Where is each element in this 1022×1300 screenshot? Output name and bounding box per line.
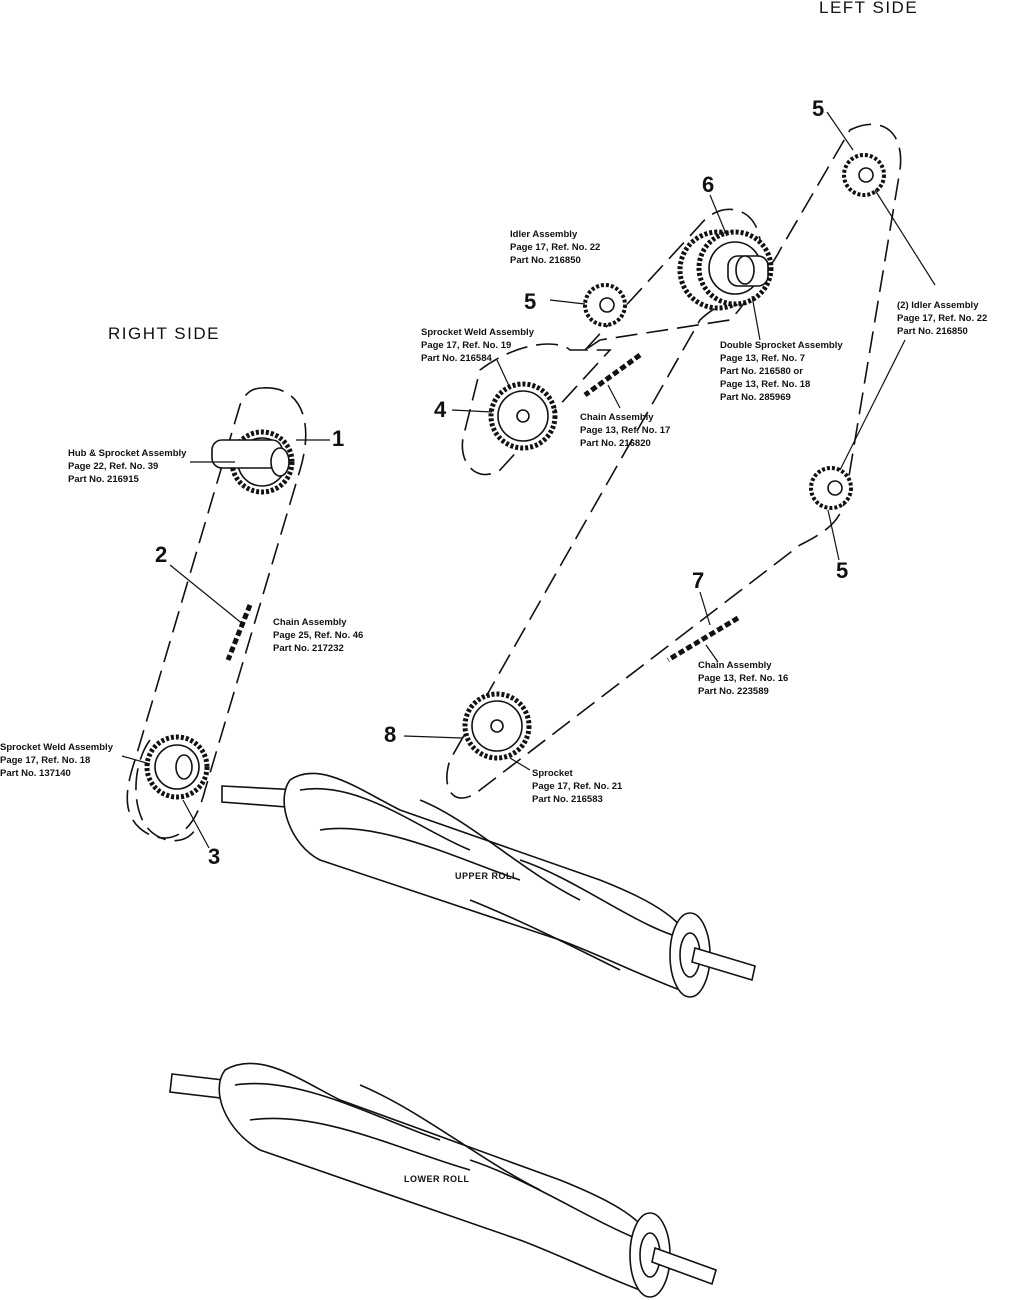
chain-2	[225, 604, 253, 661]
callout-4: 4	[434, 397, 447, 422]
sprocket-8	[462, 691, 532, 761]
chain-center	[583, 352, 642, 398]
left-side-label: LEFT SIDE	[819, 0, 919, 17]
callout-3: 3	[208, 844, 221, 869]
upper-roll	[221, 772, 756, 998]
sprocket-3	[144, 734, 210, 800]
callout-6: 6	[702, 172, 715, 197]
callout-8: 8	[384, 722, 397, 747]
idler-5-top	[842, 153, 886, 197]
idler-5-mid	[583, 283, 627, 327]
chain-7	[666, 615, 740, 663]
sprocket4-loop	[461, 343, 612, 476]
callout-5-mid: 5	[524, 289, 537, 314]
callout-5-right: 5	[836, 558, 849, 583]
right-side-label: RIGHT SIDE	[108, 324, 220, 343]
sprocket-4	[488, 381, 558, 451]
lower-roll-label: LOWER ROLL	[404, 1174, 470, 1184]
sprocket3-loop	[135, 739, 196, 842]
idler-5-right	[809, 466, 853, 510]
callout-7: 7	[692, 568, 705, 593]
callout-1: 1	[332, 426, 345, 451]
callout-2: 2	[155, 542, 168, 567]
sprocket-1	[211, 429, 295, 495]
double-sprocket-6	[677, 229, 774, 311]
left-big-loop	[446, 123, 902, 799]
callout-5-top: 5	[812, 96, 825, 121]
upper-roll-label: UPPER ROLL	[455, 871, 519, 881]
lower-roll	[169, 1062, 717, 1298]
